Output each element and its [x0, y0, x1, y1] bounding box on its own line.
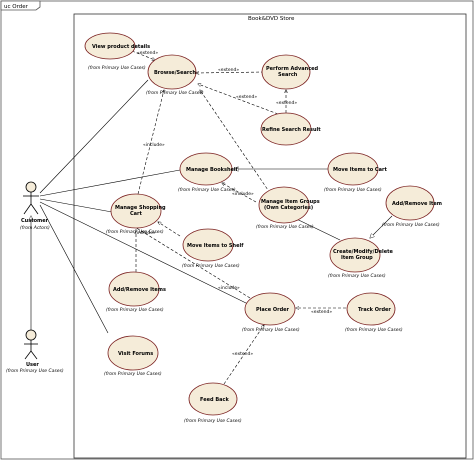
dependencies	[130, 50, 346, 385]
frame-tab	[0, 0, 41, 11]
usecase-label: Browse/Search	[154, 70, 196, 76]
actor-customer-name: Customer	[21, 218, 49, 224]
usecase-origin: (from Primary Use Cases)	[328, 273, 386, 279]
include-label-cart-browse: «include»	[143, 142, 165, 148]
usecase-origin: (from Primary Use Cases)	[184, 418, 242, 424]
usecase-create-item-group[interactable]: Create/Modify/Delete Item Group (from Pr…	[328, 237, 394, 279]
usecase-manage-bookshelf[interactable]: Manage Bookshelf (from Primary Use Cases…	[178, 152, 239, 193]
usecase-label: Manage Shopping	[115, 205, 166, 211]
usecase-origin: (from Primary Use Cases)	[106, 229, 164, 235]
usecase-manage-cart[interactable]: Manage Shopping Cart (from Primary Use C…	[106, 193, 166, 235]
usecase-visit-forums[interactable]: Visit Forums (from Primary Use Cases)	[104, 335, 162, 377]
generalization-add-remove	[370, 215, 393, 238]
include-label-groups: «include»	[232, 191, 254, 197]
include-label-order-cart: «include»	[134, 230, 156, 236]
usecase-place-order[interactable]: Place Order (from Primary Use Cases)	[242, 292, 300, 333]
usecase-label: Refine Search Result	[262, 127, 321, 133]
actor-user-origin: (from Primary Use Cases)	[6, 368, 64, 374]
usecase-track-order[interactable]: Track Order (from Primary Use Cases)	[345, 292, 403, 333]
extend-label-feedback: «extend»	[232, 351, 253, 357]
usecase-label: Feed Back	[200, 397, 229, 403]
usecase-origin: (from Primary Use Cases)	[345, 327, 403, 333]
usecase-origin: (from Primary Use Cases)	[178, 187, 236, 193]
usecase-origin: (from Primary Use Cases)	[382, 222, 440, 228]
extend-label-refine-adv: «extend»	[276, 100, 297, 106]
frame-tab-label: uc Order	[4, 4, 29, 10]
usecase-label: Move Items to Cart	[333, 167, 387, 173]
usecase-label-2: (Own Categories)	[264, 205, 313, 211]
usecase-origin: (from Primary Use Cases)	[182, 263, 240, 269]
system-boundary	[73, 13, 467, 459]
actor-user-name: User	[26, 362, 39, 368]
usecase-add-remove-item[interactable]: Add/Remove Item (from Primary Use Cases)	[382, 185, 442, 228]
usecase-origin: (from Primary Use Cases)	[106, 307, 164, 313]
usecase-origin: (from Primary Use Cases)	[242, 327, 300, 333]
usecase-manage-item-groups[interactable]: Manage Item Groups (Own Categories) (fro…	[256, 186, 320, 230]
usecase-refine-search[interactable]: Refine Search Result	[260, 112, 321, 146]
associations	[39, 79, 249, 334]
system-name: Book&DVD Store	[248, 16, 295, 22]
usecase-add-remove-items[interactable]: Add/Remove Items (from Primary Use Cases…	[106, 271, 166, 313]
include-label-order: «include»	[218, 285, 240, 291]
usecase-label: Manage Bookshelf	[186, 167, 239, 173]
usecase-origin: (from Primary Use Cases)	[146, 90, 204, 96]
usecase-label: View product details	[92, 44, 150, 50]
usecase-label: Move Items to Shelf	[187, 243, 244, 249]
extend-label-advanced: «extend»	[218, 67, 239, 73]
usecase-move-to-shelf[interactable]: Move Items to Shelf (from Primary Use Ca…	[182, 228, 244, 269]
usecase-view-product[interactable]: View product details (from Primary Use C…	[84, 32, 150, 71]
usecase-origin: (from Primary Use Cases)	[104, 371, 162, 377]
usecase-label: Create/Modify/Delete	[333, 249, 394, 255]
extend-label-refine: «extend»	[236, 94, 257, 100]
actor-user[interactable]	[24, 329, 38, 360]
usecase-label: Perform Advanced	[266, 66, 319, 72]
usecase-advanced-search[interactable]: Perform Advanced Search	[261, 54, 319, 90]
actor-customer[interactable]	[23, 181, 39, 215]
usecase-label-2: Cart	[130, 211, 143, 217]
extend-label-track: «extend»	[311, 309, 332, 315]
usecase-browse-search[interactable]: Browse/Search (from Primary Use Cases)	[146, 54, 204, 96]
extend-label-view: «extend»	[137, 50, 158, 56]
usecase-feed-back[interactable]: Feed Back (from Primary Use Cases)	[184, 382, 242, 424]
usecase-origin: (from Primary Use Cases)	[88, 65, 146, 71]
usecase-label-2: Search	[278, 72, 298, 78]
usecase-label: Add/Remove Item	[392, 201, 442, 207]
usecase-move-to-cart[interactable]: Move Items to Cart (from Primary Use Cas…	[324, 152, 387, 193]
usecase-label: Add/Remove Items	[113, 287, 166, 293]
usecase-label: Visit Forums	[118, 351, 153, 357]
usecase-label: Place Order	[256, 307, 290, 313]
actor-customer-origin: (from Actors)	[20, 225, 50, 231]
usecase-label-2: Item Group	[341, 255, 373, 261]
usecase-origin: (from Primary Use Cases)	[324, 187, 382, 193]
usecase-label: Track Order	[358, 307, 391, 313]
usecase-origin: (from Primary Use Cases)	[256, 224, 314, 230]
usecase-label: Manage Item Groups	[261, 199, 320, 205]
